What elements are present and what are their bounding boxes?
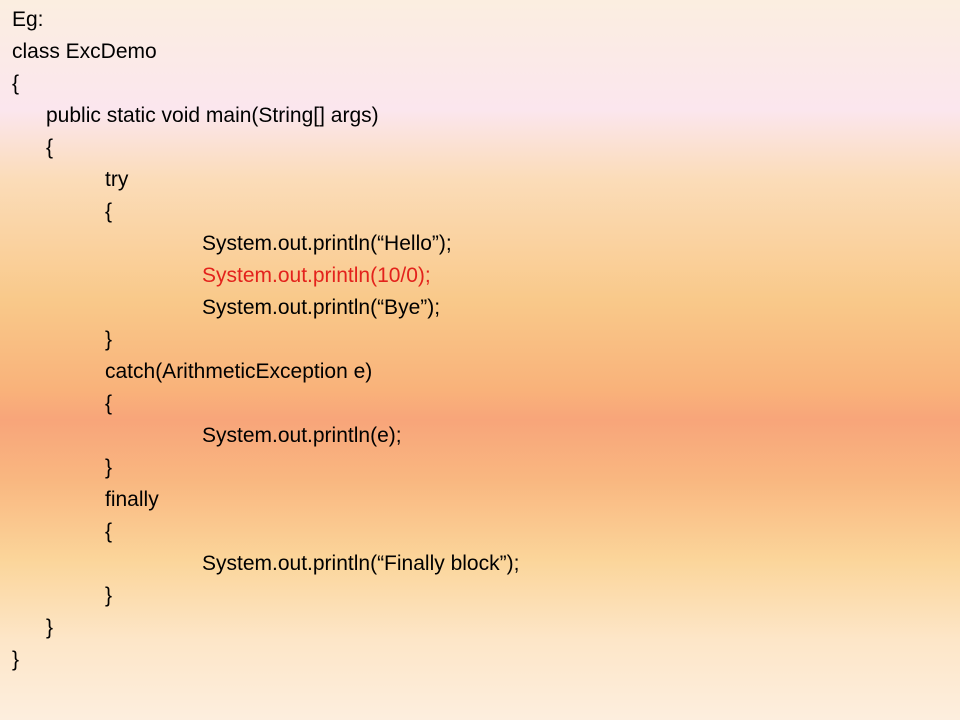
code-line-print-finally: System.out.println(“Finally block”); xyxy=(202,552,520,575)
code-line-try-open-brace: { xyxy=(105,200,113,223)
code-line-catch-close-brace: } xyxy=(105,456,113,479)
code-line-class-decl: class ExcDemo xyxy=(12,40,157,63)
code-line-print-division-highlighted: System.out.println(10/0); xyxy=(202,264,431,287)
code-line-label: Eg: xyxy=(12,8,44,31)
code-line-print-hello: System.out.println(“Hello”); xyxy=(202,232,452,255)
code-line-finally-close-brace: } xyxy=(105,584,113,607)
code-line-main-open-brace: { xyxy=(46,136,54,159)
code-line-class-open-brace: { xyxy=(12,72,20,95)
code-line-main-close-brace: } xyxy=(46,616,54,639)
code-line-catch: catch(ArithmeticException e) xyxy=(105,360,373,383)
code-line-catch-open-brace: { xyxy=(105,392,113,415)
code-line-main-decl: public static void main(String[] args) xyxy=(46,104,379,127)
code-line-finally: finally xyxy=(105,488,159,511)
code-line-print-exception: System.out.println(e); xyxy=(202,424,402,447)
code-line-print-bye: System.out.println(“Bye”); xyxy=(202,296,441,319)
code-line-class-close-brace: } xyxy=(12,648,20,671)
code-line-try-close-brace: } xyxy=(105,328,113,351)
code-line-finally-open-brace: { xyxy=(105,520,113,543)
code-line-try: try xyxy=(105,168,129,191)
